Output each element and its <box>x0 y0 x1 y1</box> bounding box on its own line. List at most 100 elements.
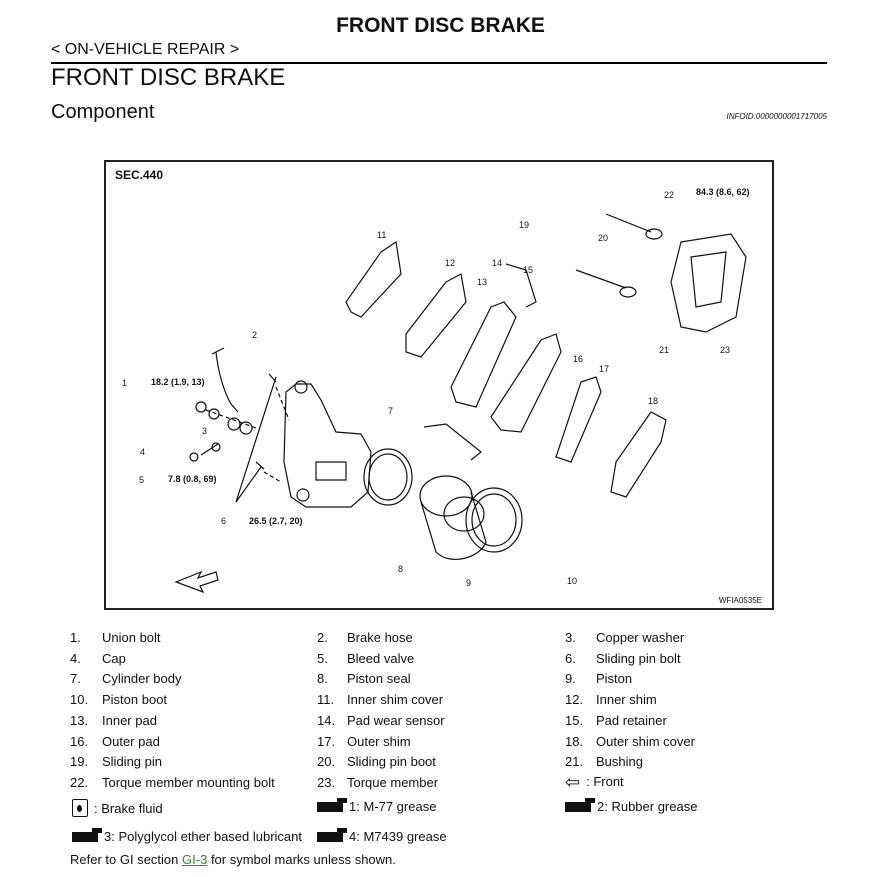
callout-13: 13 <box>477 277 488 287</box>
callout-18: 18 <box>648 396 659 406</box>
torque-member-shape <box>670 233 747 333</box>
part-label: Union bolt <box>102 630 161 645</box>
callout-22: 22 <box>664 190 675 200</box>
piston-shape <box>420 491 487 561</box>
torque-callout-22: 84.3 (8.6, 62) <box>696 187 750 197</box>
part-number: 8. <box>317 671 328 687</box>
part-label: Cap <box>102 650 126 666</box>
part-number: 9. <box>565 671 576 687</box>
part-number: 6. <box>565 650 576 666</box>
callout-9: 9 <box>466 578 472 588</box>
callout-5: 5 <box>139 475 145 485</box>
part-number: 17. <box>317 733 336 749</box>
callout-11: 11 <box>377 230 387 240</box>
part-number: 22. <box>70 774 89 790</box>
part-number: 7. <box>70 671 81 687</box>
part-number: 11. <box>317 692 335 708</box>
part-number: 3. <box>565 630 576 645</box>
polyglycol-label: 3: Polyglycol ether based lubricant <box>104 829 303 844</box>
part-label: Torque member <box>347 774 439 790</box>
part-label: Piston seal <box>347 671 411 687</box>
figure-code: WFIA0535E <box>718 596 762 605</box>
footer-suffix: for symbol marks unless shown. <box>210 852 396 867</box>
part-number: 15. <box>565 712 584 728</box>
callout-12: 12 <box>445 258 456 268</box>
part-label: Outer shim <box>347 733 411 749</box>
part-number: 14. <box>317 712 336 728</box>
outer-pad-shape <box>490 333 562 433</box>
front-arrow-icon: ⇦ <box>565 771 581 792</box>
m7439-label: 4: M7439 grease <box>349 829 447 844</box>
front-legend-label: : Front <box>586 774 624 789</box>
m7439-legend: 4: M7439 grease <box>317 827 447 844</box>
callout-15: 15 <box>523 265 534 275</box>
torque-callout-5: 7.8 (0.8, 69) <box>168 474 217 484</box>
part-label: Copper washer <box>596 630 685 645</box>
part-number: 2. <box>317 630 328 645</box>
callout-19: 19 <box>519 220 530 230</box>
rubber-grease-legend: 2: Rubber grease <box>565 797 698 814</box>
m77-legend: 1: M-77 grease <box>317 797 436 814</box>
part-label: Outer pad <box>102 733 160 749</box>
torque-callout-1: 18.2 (1.9, 13) <box>151 377 205 387</box>
diagram-drawing <box>174 213 747 594</box>
info-id: INFOID:0000000001717005 <box>726 112 827 121</box>
callout-21: 21 <box>659 345 670 355</box>
part-label: Inner shim <box>596 692 657 708</box>
title-divider <box>51 62 827 64</box>
callout-14: 14 <box>492 258 503 268</box>
part-label: Bushing <box>596 754 643 770</box>
breadcrumb[interactable]: < ON-VEHICLE REPAIR > <box>51 41 240 58</box>
callout-23: 23 <box>720 345 731 355</box>
outer-shim-cover-shape <box>610 411 667 498</box>
callout-10: 10 <box>567 576 578 586</box>
part-number: 16. <box>70 733 89 749</box>
brake-fluid-label: : Brake fluid <box>94 800 163 816</box>
part-label: Inner shim cover <box>347 692 444 708</box>
part-label: Cylinder body <box>102 671 182 687</box>
pad-retainer-shape <box>423 423 482 461</box>
callout-2: 2 <box>252 330 258 340</box>
callout-20: 20 <box>598 233 609 243</box>
part-number: 12. <box>565 692 584 708</box>
part-number: 10. <box>70 692 89 708</box>
brake-fluid-icon <box>72 799 88 817</box>
callout-4: 4 <box>140 447 146 457</box>
part-label: Sliding pin <box>102 754 162 770</box>
front-arrow <box>174 570 219 594</box>
callout-8: 8 <box>398 564 404 574</box>
callout-1: 1 <box>122 378 128 388</box>
part-label: Outer shim cover <box>596 733 695 749</box>
part-number: 21. <box>565 754 584 770</box>
rubber-grease-label: 2: Rubber grease <box>597 799 698 814</box>
sec-label: SEC.440 <box>115 168 164 182</box>
part-label: Piston boot <box>102 692 168 708</box>
outer-shim-shape <box>555 376 602 463</box>
part-label: Inner pad <box>102 712 157 728</box>
part-label: Sliding pin boot <box>347 754 436 770</box>
part-number: 1. <box>70 630 81 645</box>
part-label: Sliding pin bolt <box>596 650 681 666</box>
brake-component-diagram: SEC.440 WFIA0535E <box>104 160 774 610</box>
part-number: 20. <box>317 754 336 770</box>
polyglycol-legend: 3: Polyglycol ether based lubricant <box>72 827 303 844</box>
gi-3-link[interactable]: GI-3 <box>182 852 208 867</box>
part-label: Piston <box>596 671 633 687</box>
part-label: Bleed valve <box>347 650 415 666</box>
cylinder-body-shape <box>283 383 372 508</box>
inner-shim-shape <box>405 273 467 358</box>
part-number: 18. <box>565 733 584 749</box>
page-heading: FRONT DISC BRAKE <box>336 14 545 37</box>
part-label: Pad wear sensor <box>347 712 445 728</box>
callout-17: 17 <box>599 364 610 374</box>
grease-icon <box>72 827 102 842</box>
callout-7: 7 <box>388 406 394 416</box>
grease-icon <box>317 797 347 812</box>
footer-note: Refer to GI section GI-3 for symbol mark… <box>70 852 396 867</box>
section-title: FRONT DISC BRAKE <box>51 64 286 91</box>
inner-shim-cover-shape <box>345 240 402 318</box>
subsection-title: Component <box>51 101 155 123</box>
part-number: 19. <box>70 754 89 770</box>
front-legend: ⇦ : Front <box>565 771 624 792</box>
part-label: Torque member mounting bolt <box>102 774 275 790</box>
